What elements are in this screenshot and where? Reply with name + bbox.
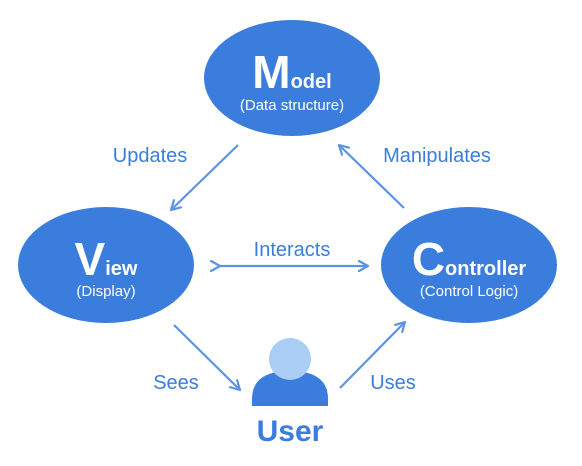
controller-title-initial: C [412,233,445,285]
updates-label: Updates [113,145,188,167]
manipulates-arrow [339,145,405,209]
view-title-initial: V [75,233,106,285]
model-title-rest: odel [291,71,332,93]
view-node: View (Display) [18,207,194,323]
user-icon [252,338,328,406]
view-ellipse [18,207,194,323]
controller-subtitle: (Control Logic) [420,283,518,300]
controller-title: Controller [412,233,527,285]
interacts-label: Interacts [254,239,331,261]
user-body [252,371,328,406]
controller-node: Controller (Control Logic) [381,207,557,323]
model-node: Model (Data structure) [204,20,380,136]
user-label: User [257,415,324,448]
controller-title-rest: ontroller [445,258,526,280]
uses-arrow [339,322,405,389]
sees-label: Sees [153,372,199,394]
updates-arrow [171,144,239,210]
sees-arrow [173,324,240,390]
view-title: View [75,233,138,285]
model-ellipse [204,20,380,136]
view-title-rest: iew [105,258,138,280]
view-subtitle: (Display) [76,283,135,300]
user-head [269,338,311,380]
manipulates-label: Manipulates [383,145,491,167]
model-title-initial: M [252,46,290,98]
model-subtitle: (Data structure) [240,97,344,114]
model-title: Model [252,46,331,98]
uses-label: Uses [370,372,416,394]
controller-ellipse [381,207,557,323]
